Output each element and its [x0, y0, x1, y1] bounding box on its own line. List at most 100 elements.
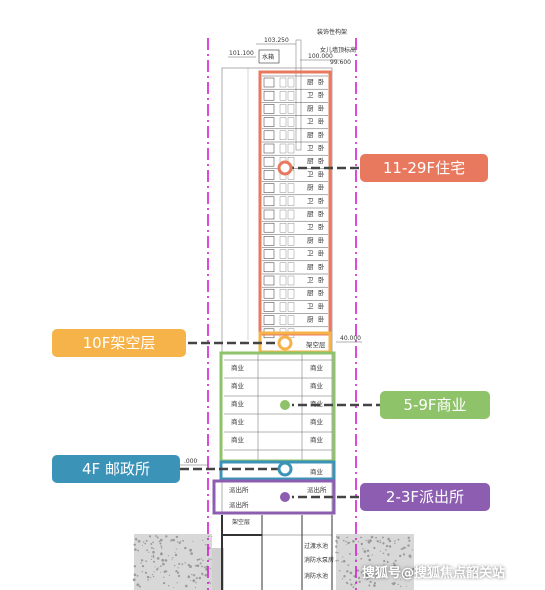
ground-dot — [151, 574, 154, 576]
ground-dot — [407, 544, 410, 547]
ground-dot — [134, 548, 137, 551]
ground-dot — [133, 565, 137, 568]
ground-dot — [136, 575, 139, 577]
ground-dot — [184, 562, 186, 564]
stair-frame — [287, 104, 295, 114]
room-label-commercial: 商业 — [231, 435, 245, 444]
ground-dot — [137, 540, 141, 543]
ground-dot — [159, 542, 162, 545]
ground-dot — [383, 576, 386, 579]
ground-dot — [366, 577, 369, 580]
stair-frame — [287, 143, 295, 154]
ground-dot — [346, 536, 348, 539]
ground-dot — [200, 558, 202, 560]
ground-dot — [150, 577, 152, 579]
ground-dot — [339, 570, 341, 572]
stair-frame — [287, 77, 295, 88]
ground-dot — [165, 535, 168, 538]
ground-dot — [176, 571, 180, 574]
postoffice-zone-marker-icon — [277, 461, 293, 477]
ground-dot — [133, 573, 137, 577]
ground-dot — [342, 559, 346, 563]
ground-dot — [376, 540, 379, 543]
ground-dot — [192, 540, 194, 542]
ground-dot — [349, 553, 351, 555]
ground-dot — [404, 576, 407, 580]
room-label-mechanical: 架空层 — [306, 340, 326, 349]
window-frame — [263, 262, 275, 273]
ground-dot — [335, 545, 338, 548]
ground-dot — [136, 583, 140, 587]
stair-frame — [287, 183, 295, 193]
ground-dot — [394, 540, 396, 542]
room-label-residential-kitchen: 厨 — [307, 289, 314, 297]
window-frame — [263, 170, 275, 180]
window-frame — [263, 249, 275, 259]
ground-dot — [196, 564, 200, 567]
ground-dot — [198, 576, 202, 580]
ground-dot — [386, 561, 389, 563]
ground-dot — [195, 577, 198, 580]
ground-dot — [335, 536, 338, 538]
ground-dot — [409, 556, 412, 558]
room-label-commercial: 商业 — [310, 363, 324, 372]
ground-dot — [394, 559, 397, 562]
room-label-residential-bath: 卫 — [307, 223, 314, 231]
stair-frame — [287, 209, 295, 220]
room-label-residential-bath: 卫 — [307, 144, 314, 152]
room-labels: 厨卧卫卧厨卧卫卧厨卧卫卧厨卧卫卧厨卧卫卧厨卧卫卧厨卧卫卧厨卧卫卧厨卧卫卧厨卧架空… — [229, 78, 334, 580]
ground-dot — [336, 542, 338, 544]
stair-frame — [279, 143, 287, 154]
ground-dot-pattern — [132, 535, 415, 589]
ground-dot — [335, 539, 338, 543]
ground-dot — [368, 558, 372, 562]
ground-dot — [152, 554, 154, 556]
postoffice-zone-tag: 4F 邮政所 — [52, 455, 180, 483]
room-label-residential-bedroom: 卧 — [318, 78, 325, 86]
window-frame — [263, 275, 275, 286]
commercial-zone-tag: 5-9F商业 — [380, 391, 490, 419]
ground-dot — [162, 562, 165, 566]
ground-dot — [190, 579, 192, 581]
window-frame — [263, 143, 275, 154]
police-zone-tag: 2-3F派出所 — [360, 483, 490, 511]
ground-dot — [365, 573, 368, 577]
ground-dot — [194, 586, 196, 589]
ground-dot — [146, 575, 150, 579]
ground-dot — [152, 548, 155, 550]
ground-dot — [142, 541, 145, 543]
ground-dot — [397, 583, 399, 586]
elevation-refuge-label: 40.000 — [340, 335, 361, 342]
room-label-residential-bedroom: 卧 — [318, 104, 325, 112]
ground-dot — [382, 552, 385, 555]
ground-dot — [405, 547, 407, 549]
ground-dot — [350, 583, 353, 586]
ground-dot — [151, 546, 153, 549]
ground-dot — [369, 580, 372, 584]
decorative-frame-label: 装饰性构架 — [317, 28, 347, 36]
ground-dot — [341, 561, 343, 563]
room-label-police: 派出所 — [229, 500, 249, 509]
window-frame — [263, 315, 275, 325]
stair-frame — [279, 289, 287, 299]
ground-dot — [335, 560, 338, 562]
room-label-basement-b: 消防水泵房 — [304, 556, 334, 564]
ground-dot — [357, 541, 359, 543]
ground-dot — [343, 575, 346, 578]
room-label-residential-bedroom: 卧 — [318, 210, 325, 218]
ground-dot — [383, 563, 385, 565]
ground-dot — [157, 567, 159, 569]
window-frame — [263, 196, 275, 207]
ground-dot — [400, 548, 403, 551]
room-label-residential-kitchen: 厨 — [307, 157, 314, 165]
ground-dot — [347, 564, 350, 566]
ground-dot — [373, 546, 376, 550]
window-frame — [263, 209, 275, 220]
ground-dot — [142, 545, 143, 546]
ground-dot — [193, 574, 196, 577]
ground-dot — [168, 574, 170, 577]
ground-dot — [208, 558, 210, 560]
window-frame — [263, 130, 275, 141]
stair-frame — [287, 315, 295, 325]
ground-dot — [349, 578, 352, 581]
